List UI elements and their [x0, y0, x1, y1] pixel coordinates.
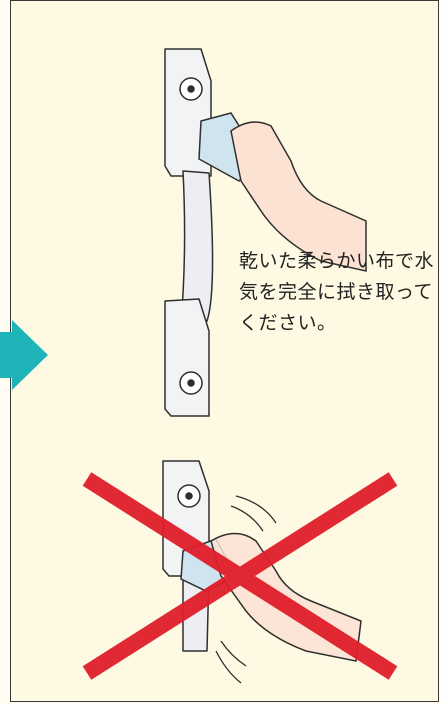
instruction-caption: 乾いた柔らかい布で水気を完全に拭き取ってください。	[239, 250, 435, 334]
instruction-panel: 乾いた柔らかい布で水気を完全に拭き取ってください。	[10, 0, 439, 702]
incorrect-wipe-illustration	[82, 460, 398, 684]
handle-wipe-illustration	[164, 48, 367, 417]
arrow-right-icon	[0, 320, 48, 390]
x-mark-icon	[82, 472, 398, 680]
